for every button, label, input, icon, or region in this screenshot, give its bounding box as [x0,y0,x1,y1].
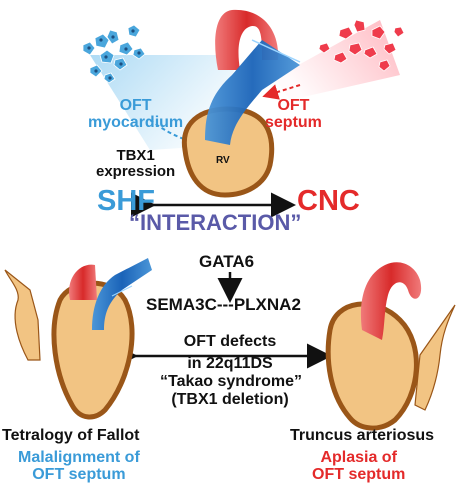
sema3c-plxna2-label: SEMA3C---PLXNA2 [146,295,301,314]
oft-myocardium-label: OFT myocardium [88,97,184,131]
oft-defects-label: OFT defects in 22q11DS “Takao syndrome” … [160,333,302,408]
cnc-migration-arrow [262,84,301,100]
embryonic-heart [181,9,301,198]
tetralogy-title: Tetralogy of Fallot [2,427,140,444]
truncus-heart [325,262,456,431]
tetralogy-subtitle: Malalignment of OFT septum [18,449,140,483]
shf-label: SHF [97,185,155,217]
truncus-title: Truncus arteriosus [290,427,435,444]
interaction-label: “INTERACTION” [129,210,302,235]
oft-septum-label: OFT septum [265,97,322,131]
tbx1-expression-label: TBX1 expression [96,147,176,180]
truncus-subtitle: Aplasia of OFT septum [312,449,406,483]
cnc-label: CNC [297,185,360,217]
cnc-cell-cluster [275,19,405,100]
gata6-label: GATA6 [199,252,255,271]
tetralogy-heart [4,258,152,420]
rv-label: RV [216,155,230,166]
